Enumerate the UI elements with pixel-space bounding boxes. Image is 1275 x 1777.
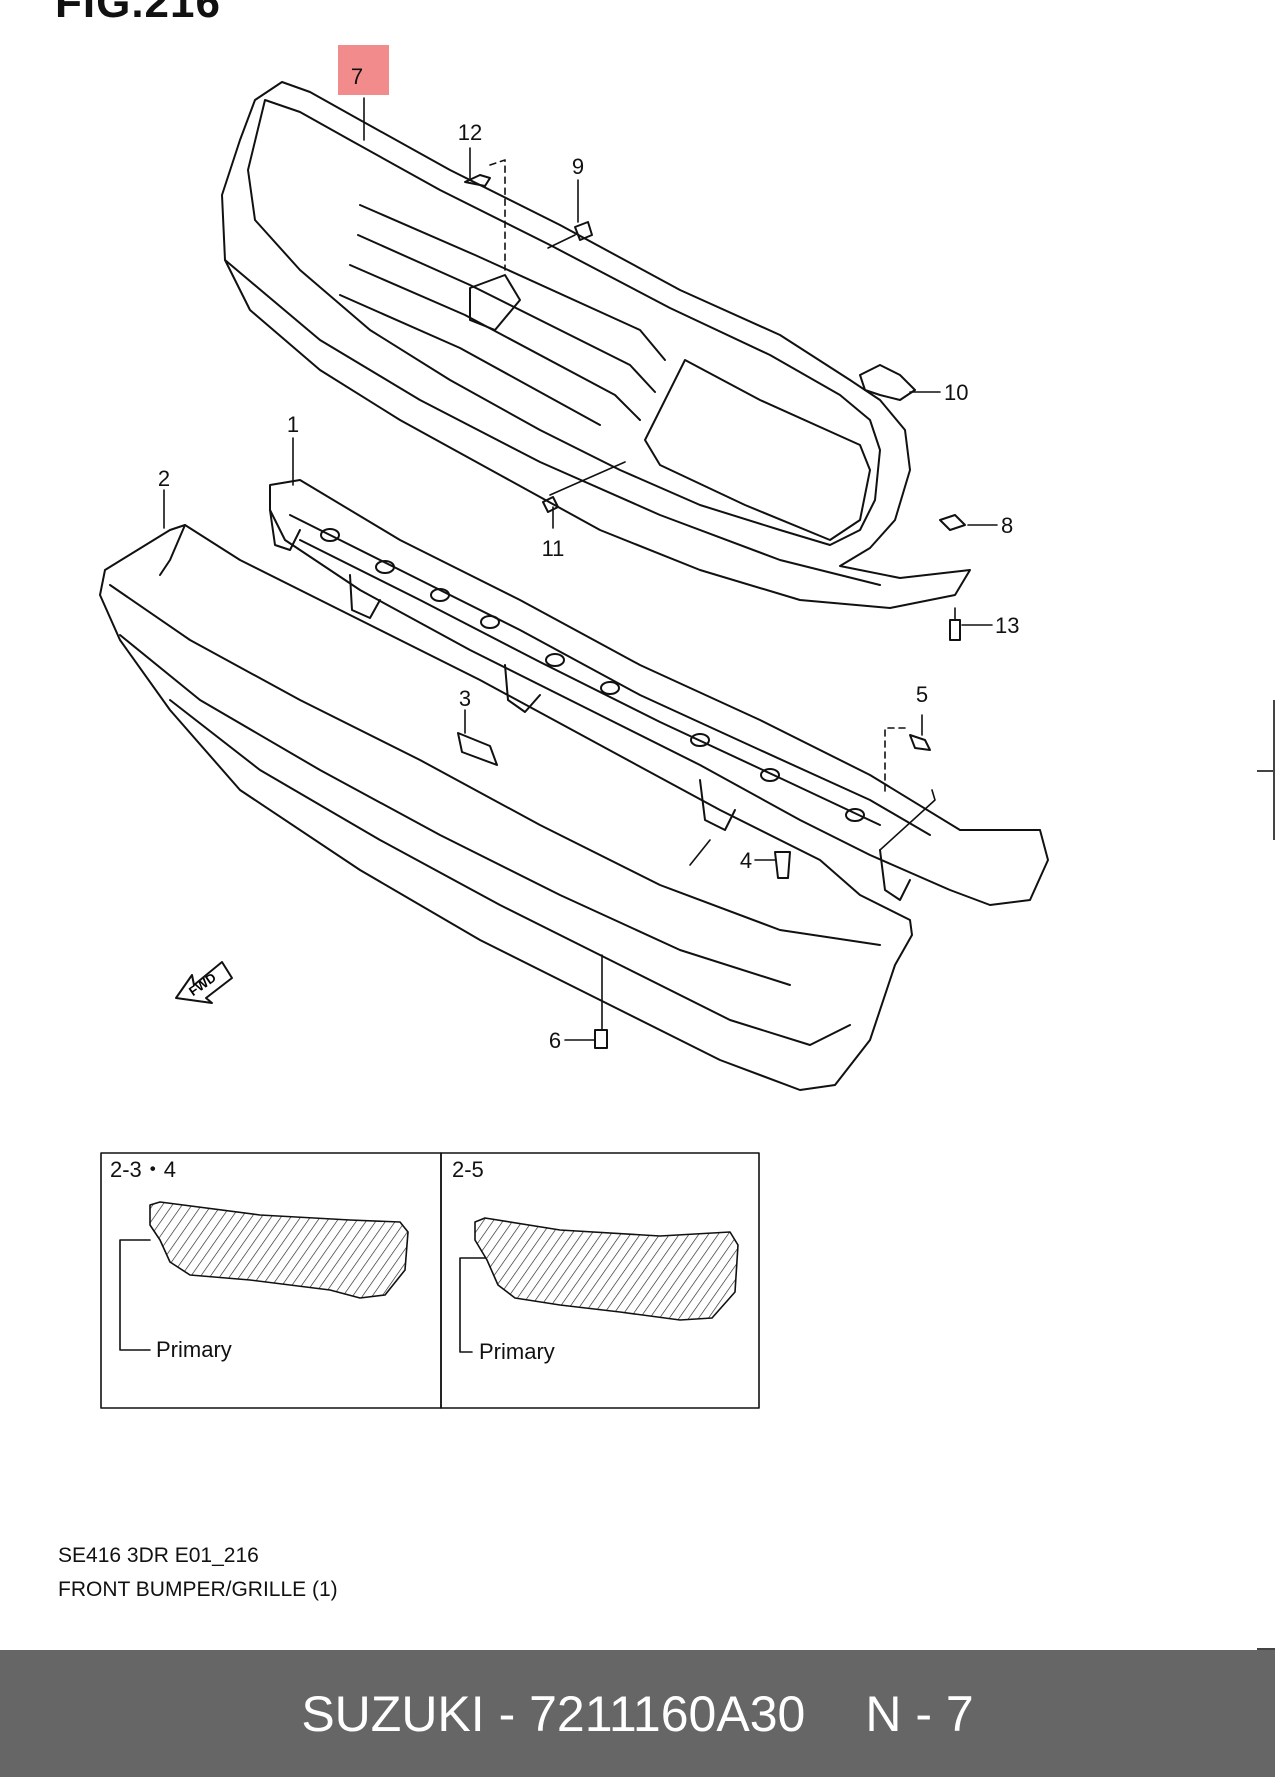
callout-2: 2 [158,466,170,491]
model-code: SE416 3DR E01_216 [58,1544,259,1567]
leader-lines [163,97,998,1041]
page-edge-tick-bottom [1257,1648,1275,1650]
callout-8: 8 [1001,513,1013,538]
variant-primary-1: Primary [156,1337,232,1362]
fasteners [457,174,966,1049]
callout-7: 7 [351,64,363,89]
callout-5: 5 [916,682,928,707]
variant-primary-2: Primary [479,1339,555,1364]
group-name: FRONT BUMPER/GRILLE (1) [58,1578,338,1601]
bumper-cover [99,524,913,1091]
callout-1: 1 [287,412,299,437]
callout-10: 10 [944,380,968,405]
page-edge-tick [1257,770,1275,772]
footer-position: N - 7 [865,1685,974,1742]
highlight-box [338,45,389,95]
callout-12: 12 [458,120,482,145]
callout-13: 13 [995,613,1019,638]
callout-3: 3 [459,686,471,711]
variant-panels [100,1152,760,1409]
callout-labels: 7 12 9 10 1 2 11 8 13 3 5 4 6 FWD 2-3・4 … [110,64,1019,1364]
callout-6: 6 [549,1028,561,1053]
footer-bar: SUZUKI - 7211160A30 N - 7 [0,1650,1275,1777]
variant-code-1: 2-3・4 [110,1157,176,1182]
callout-11: 11 [542,536,565,561]
fwd-arrow-icon [175,961,233,1004]
figure-title: FIG.216 [55,0,221,27]
variant-code-2: 2-5 [452,1157,484,1182]
callout-4: 4 [740,848,752,873]
grille [221,81,971,609]
footer-part-number: SUZUKI - 7211160A30 [301,1685,806,1742]
parts-diagram: 7 12 9 10 1 2 11 8 13 3 5 4 6 FWD 2-3・4 … [99,45,1049,1409]
callout-9: 9 [572,154,584,179]
bumper-reinforcement [269,479,1049,906]
